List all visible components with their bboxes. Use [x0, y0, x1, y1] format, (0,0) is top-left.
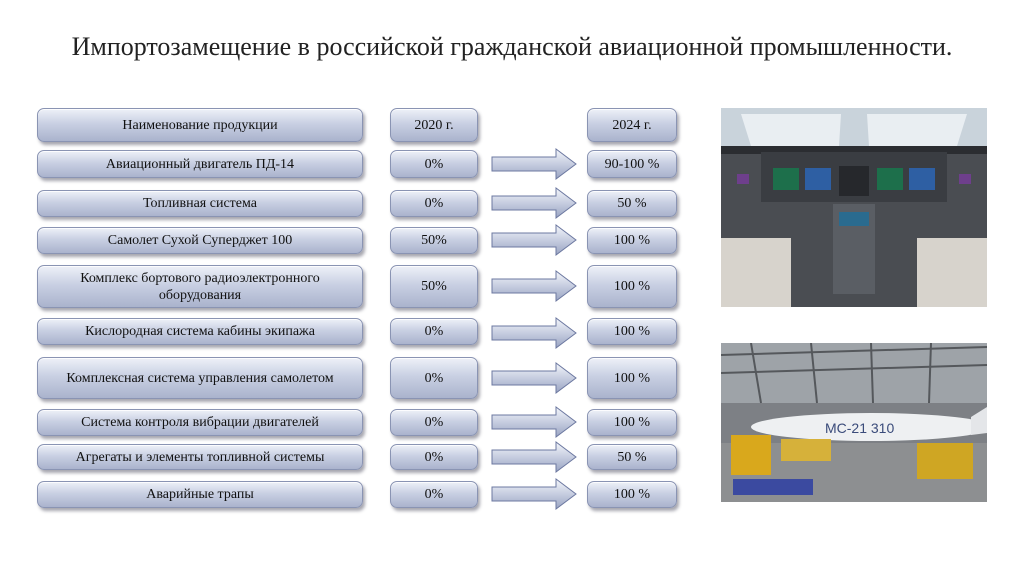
- value-2024-cell: 100 %: [587, 265, 677, 308]
- hangar-aircraft-photo: МС-21 310: [721, 343, 987, 502]
- value-2020-cell: 0%: [390, 190, 478, 217]
- arrow-right-icon: [491, 270, 577, 302]
- value-2024-cell: 50 %: [587, 190, 677, 217]
- slide-title: Импортозамещение в российской гражданско…: [71, 32, 953, 61]
- header-product-name: Наименование продукции: [37, 108, 363, 142]
- value-2020-cell: 0%: [390, 409, 478, 436]
- arrow-right-icon: [491, 148, 577, 180]
- header-year-2020: 2020 г.: [390, 108, 478, 142]
- value-2020-cell: 50%: [390, 227, 478, 254]
- value-2020-cell: 0%: [390, 150, 478, 178]
- value-2024-cell: 100 %: [587, 227, 677, 254]
- value-2024-cell: 50 %: [587, 444, 677, 470]
- value-2024-cell: 100 %: [587, 318, 677, 345]
- arrow-right-icon: [491, 406, 577, 438]
- cockpit-photo: [721, 108, 987, 307]
- value-2024-cell: 100 %: [587, 481, 677, 508]
- value-2024-cell: 100 %: [587, 409, 677, 436]
- product-name-cell: Аварийные трапы: [37, 481, 363, 508]
- header-year-2024: 2024 г.: [587, 108, 677, 142]
- arrow-right-icon: [491, 224, 577, 256]
- product-name-cell: Топливная система: [37, 190, 363, 217]
- arrow-right-icon: [491, 441, 577, 473]
- arrow-right-icon: [491, 187, 577, 219]
- arrow-right-icon: [491, 478, 577, 510]
- value-2020-cell: 0%: [390, 357, 478, 399]
- value-2024-cell: 90-100 %: [587, 150, 677, 178]
- product-name-cell: Комплекс бортового радиоэлектронного обо…: [37, 265, 363, 308]
- value-2024-cell: 100 %: [587, 357, 677, 399]
- product-name-cell: Агрегаты и элементы топливной системы: [37, 444, 363, 470]
- value-2020-cell: 50%: [390, 265, 478, 308]
- arrow-right-icon: [491, 317, 577, 349]
- value-2020-cell: 0%: [390, 318, 478, 345]
- value-2020-cell: 0%: [390, 481, 478, 508]
- arrow-right-icon: [491, 362, 577, 394]
- product-name-cell: Система контроля вибрации двигателей: [37, 409, 363, 436]
- value-2020-cell: 0%: [390, 444, 478, 470]
- product-name-cell: Кислородная система кабины экипажа: [37, 318, 363, 345]
- product-name-cell: Комплексная система управления самолетом: [37, 357, 363, 399]
- product-name-cell: Самолет Сухой Суперджет 100: [37, 227, 363, 254]
- aircraft-marking-label: МС-21 310: [825, 420, 894, 436]
- product-name-cell: Авиационный двигатель ПД-14: [37, 150, 363, 178]
